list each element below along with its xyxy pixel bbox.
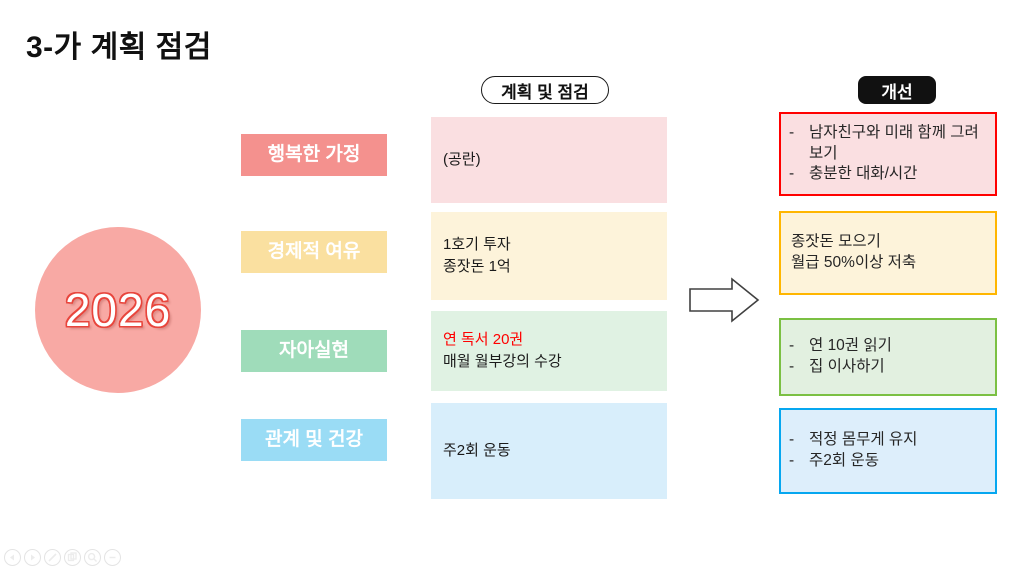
category-chip-label: 관계 및 건강	[265, 429, 363, 451]
improvement-item-text: 집 이사하기	[809, 358, 885, 375]
category-chip-self-realization: 자아실현	[241, 330, 387, 372]
improvement-item: - 연 10권 읽기	[789, 336, 985, 357]
bullet-dash: -	[789, 452, 795, 469]
plan-line: (공란)	[443, 151, 481, 169]
improvement-box-financial-freedom: 종잣돈 모으기 월급 50%이상 저축	[779, 211, 997, 295]
improvement-item-text: 주2회 운동	[809, 452, 879, 469]
presentation-toolbar[interactable]	[4, 549, 121, 566]
plan-line: 종잣돈 1억	[443, 258, 511, 275]
plan-box-relationship-health: 주2회 운동	[431, 403, 667, 499]
improvement-box-happy-family: - 남자친구와 미래 함께 그려보기 - 충분한 대화/시간	[779, 112, 997, 196]
improvement-item: - 남자친구와 미래 함께 그려보기	[789, 123, 985, 165]
plan-line-highlight: 연 독서 20권	[443, 331, 524, 349]
page-title: 3-가 계획 점검	[26, 31, 212, 64]
category-chip-financial-freedom: 경제적 여유	[241, 231, 387, 273]
plan-line: 1호기 투자	[443, 236, 511, 254]
plan-box-happy-family: (공란)	[431, 117, 667, 203]
plan-box-financial-freedom: 1호기 투자 종잣돈 1억	[431, 212, 667, 300]
duplicate-icon[interactable]	[64, 549, 81, 566]
improvement-item-text: 연 10권 읽기	[809, 337, 892, 355]
category-chip-label: 자아실현	[279, 340, 349, 362]
bullet-dash: -	[789, 337, 795, 355]
pen-icon[interactable]	[44, 549, 61, 566]
plan-line: 매월 월부강의 수강	[443, 353, 562, 370]
category-chip-label: 행복한 가정	[267, 144, 361, 166]
bullet-dash: -	[789, 123, 795, 141]
column-header-plan: 계획 및 점검	[481, 76, 609, 104]
more-options-icon[interactable]	[104, 549, 121, 566]
next-slide-icon[interactable]	[24, 549, 41, 566]
improvement-item-text: 남자친구와 미래 함께 그려보기	[809, 123, 979, 162]
improvement-item-text: 종잣돈 모으기	[791, 233, 881, 251]
improvement-item: - 충분한 대화/시간	[789, 164, 985, 185]
improvement-item: - 주2회 운동	[789, 451, 985, 472]
previous-slide-icon[interactable]	[4, 549, 21, 566]
plan-line: 주2회 운동	[443, 442, 511, 460]
category-chip-label: 경제적 여유	[267, 241, 361, 263]
bullet-dash: -	[789, 358, 795, 375]
improvement-box-relationship-health: - 적정 몸무게 유지 - 주2회 운동	[779, 408, 997, 494]
column-header-plan-label: 계획 및 점검	[501, 82, 589, 102]
column-header-improve-label: 개선	[881, 82, 913, 102]
improvement-box-self-realization: - 연 10권 읽기 - 집 이사하기	[779, 318, 997, 396]
zoom-icon[interactable]	[84, 549, 101, 566]
category-chip-relationship-health: 관계 및 건강	[241, 419, 387, 461]
right-arrow-icon	[688, 276, 760, 324]
year-badge-label: 2026	[64, 284, 172, 336]
improvement-item: - 적정 몸무게 유지	[789, 430, 985, 451]
improvement-item-text: 적정 몸무게 유지	[809, 431, 918, 449]
category-chip-happy-family: 행복한 가정	[241, 134, 387, 176]
improvement-item: - 집 이사하기	[789, 357, 985, 378]
bullet-dash: -	[789, 431, 795, 449]
bullet-dash: -	[789, 165, 795, 183]
improvement-item-text: 충분한 대화/시간	[809, 165, 918, 183]
plan-box-self-realization: 연 독서 20권 매월 월부강의 수강	[431, 311, 667, 391]
improvement-item-text: 월급 50%이상 저축	[791, 254, 917, 271]
year-badge: 2026	[35, 227, 201, 393]
column-header-improve: 개선	[858, 76, 936, 104]
